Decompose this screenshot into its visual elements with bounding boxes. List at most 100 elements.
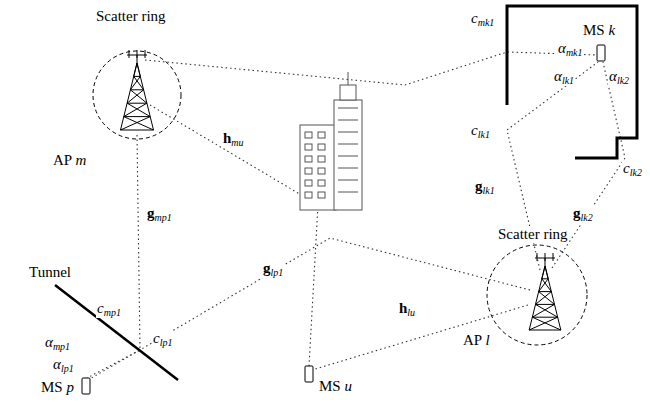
window bbox=[305, 192, 312, 198]
channel-symbol: αlp1 bbox=[52, 356, 75, 374]
tower-brace bbox=[535, 304, 557, 317]
tower-mast bbox=[137, 55, 138, 63]
tower-brace bbox=[535, 292, 551, 305]
tower-strut bbox=[535, 304, 554, 305]
channel-symbol: glp1 bbox=[262, 260, 284, 278]
channel-symbol: hmu bbox=[222, 130, 245, 148]
tower-brace bbox=[130, 90, 147, 103]
floor-line bbox=[338, 192, 358, 193]
building-wall bbox=[507, 6, 637, 158]
mobile-stations bbox=[82, 45, 605, 394]
tower-legs bbox=[121, 63, 154, 130]
tower-brace bbox=[532, 304, 554, 317]
scatter-ring bbox=[487, 245, 587, 345]
floor-line bbox=[338, 108, 358, 109]
window bbox=[305, 168, 312, 174]
tower-strut bbox=[539, 291, 552, 292]
building-spire bbox=[348, 72, 349, 85]
channel-symbol: αlk2 bbox=[608, 68, 630, 86]
tower-brace bbox=[539, 292, 555, 305]
channel-symbol: gmp1 bbox=[146, 205, 173, 223]
antenna bbox=[537, 253, 538, 261]
floor-line bbox=[338, 180, 358, 181]
tower-legs bbox=[529, 266, 561, 330]
tower-strut bbox=[542, 278, 548, 279]
building-top bbox=[340, 85, 356, 100]
towers bbox=[121, 50, 561, 330]
window bbox=[305, 156, 312, 162]
window bbox=[318, 132, 325, 138]
floor-line bbox=[338, 156, 358, 157]
antenna bbox=[145, 50, 146, 58]
station-label: AP l bbox=[462, 332, 491, 349]
channel-symbol: cmp1 bbox=[96, 300, 122, 318]
path-line bbox=[312, 305, 528, 370]
path-line bbox=[150, 105, 318, 366]
window bbox=[305, 144, 312, 150]
path-line bbox=[87, 135, 140, 378]
tower-brace bbox=[134, 63, 137, 76]
antenna bbox=[129, 50, 130, 58]
window bbox=[305, 132, 312, 138]
floor-line bbox=[338, 168, 358, 169]
propagation-paths bbox=[87, 52, 625, 380]
channel-symbol: hlu bbox=[398, 300, 416, 318]
building-block bbox=[300, 125, 336, 210]
tower-strut bbox=[127, 103, 147, 104]
building-block bbox=[334, 100, 362, 210]
text-label: Scatter ring bbox=[497, 226, 569, 243]
path-line bbox=[145, 52, 597, 85]
tower-mast bbox=[545, 258, 546, 266]
tower-strut bbox=[124, 116, 150, 117]
tower-brace bbox=[127, 90, 144, 103]
tower-brace bbox=[130, 76, 140, 89]
scatter-ring bbox=[93, 51, 181, 139]
tower-brace bbox=[124, 117, 154, 130]
floor-line bbox=[338, 120, 358, 121]
city-building bbox=[300, 72, 362, 210]
mobile-phone bbox=[82, 378, 90, 394]
channel-symbol: clk1 bbox=[470, 122, 491, 140]
text-label: Scatter ring bbox=[95, 8, 167, 25]
tower-brace bbox=[542, 266, 545, 279]
text-label: Tunnel bbox=[28, 264, 72, 281]
tower-strut bbox=[529, 330, 561, 331]
window bbox=[305, 180, 312, 186]
antenna bbox=[553, 253, 554, 261]
window bbox=[318, 168, 325, 174]
mobile-phone bbox=[305, 366, 313, 382]
station-label: AP m bbox=[52, 152, 87, 169]
scatter-rings bbox=[93, 51, 587, 345]
station-label: MS p bbox=[40, 379, 75, 396]
window bbox=[318, 192, 325, 198]
window bbox=[318, 180, 325, 186]
floor-line bbox=[338, 144, 358, 145]
window bbox=[318, 144, 325, 150]
tower-brace bbox=[539, 279, 549, 292]
channel-symbol: glk2 bbox=[572, 205, 594, 223]
tower-strut bbox=[532, 317, 557, 318]
tower-strut bbox=[134, 76, 141, 77]
floor-line bbox=[338, 132, 358, 133]
channel-symbol: clp1 bbox=[152, 330, 173, 348]
tunnel-wall bbox=[55, 285, 178, 380]
station-label: MS k bbox=[582, 22, 616, 39]
tower-brace bbox=[137, 63, 140, 76]
window bbox=[318, 156, 325, 162]
channel-symbol: clk2 bbox=[622, 160, 643, 178]
tower-brace bbox=[545, 266, 548, 279]
tower-brace bbox=[532, 317, 561, 330]
channel-symbol: αmk1 bbox=[557, 40, 584, 58]
channel-symbol: αmp1 bbox=[44, 334, 71, 352]
tower-strut bbox=[121, 130, 154, 131]
channel-symbol: glk1 bbox=[474, 178, 496, 196]
tower-brace bbox=[124, 103, 147, 116]
tower-brace bbox=[127, 103, 150, 116]
tower-strut bbox=[130, 89, 143, 90]
path-line bbox=[88, 238, 530, 380]
station-label: MS u bbox=[318, 378, 353, 395]
mobile-phone bbox=[597, 45, 605, 61]
tower-brace bbox=[529, 317, 558, 330]
